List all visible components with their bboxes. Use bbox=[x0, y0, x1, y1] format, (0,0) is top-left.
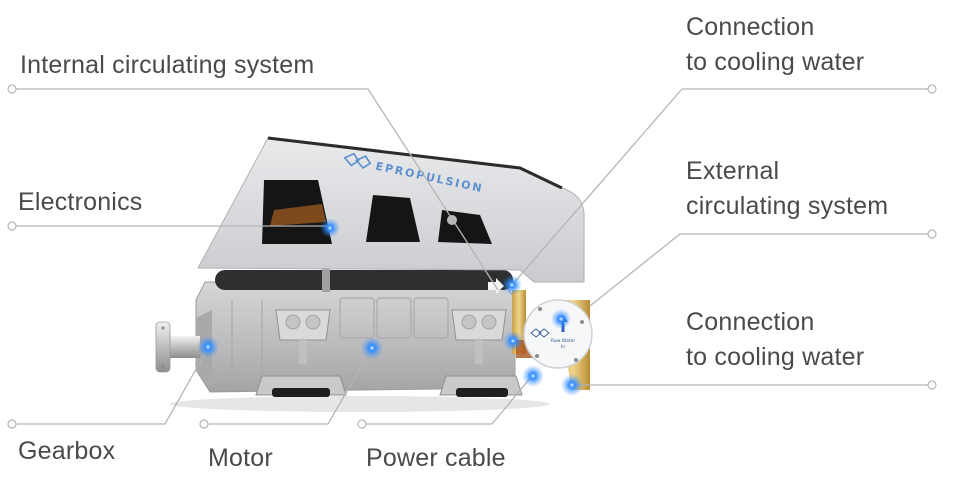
hotspots bbox=[197, 218, 583, 396]
leader-internal-circulating bbox=[16, 88, 499, 291]
label-gearbox: Gearbox bbox=[18, 437, 116, 465]
hotspot-pump-inlet bbox=[551, 309, 571, 329]
label-connection-bottom-line2: to cooling water bbox=[686, 343, 865, 371]
hotspot-gearbox bbox=[197, 336, 219, 358]
label-electronics: Electronics bbox=[18, 188, 143, 216]
pump-label-line1: Raw Water bbox=[551, 338, 575, 344]
label-connection-top-line2: to cooling water bbox=[686, 48, 865, 76]
leader-gearbox bbox=[16, 347, 209, 425]
hotspot-power-cable bbox=[522, 365, 544, 387]
motor-illustration: EPROPULSION Raw Water In bbox=[155, 136, 593, 412]
label-external-line2: circulating system bbox=[686, 192, 889, 220]
label-internal-circulating-system: Internal circulating system bbox=[20, 51, 315, 79]
leader-endpoints bbox=[7, 84, 937, 429]
label-connection-top-line1: Connection bbox=[686, 13, 815, 41]
label-connection-bottom-line1: Connection bbox=[686, 308, 815, 336]
leader-lines bbox=[16, 88, 928, 425]
hotspot-connection-bottom bbox=[561, 374, 583, 396]
hotspot-motor bbox=[361, 337, 383, 359]
pump-label-line2: In bbox=[561, 344, 565, 350]
hotspot-external bbox=[503, 331, 523, 351]
label-external-line1: External bbox=[686, 157, 780, 185]
leader-power-cable bbox=[362, 375, 533, 425]
hotspot-electronics bbox=[320, 218, 340, 238]
label-power-cable: Power cable bbox=[366, 444, 506, 472]
leader-external bbox=[589, 233, 928, 307]
leader-connection-top bbox=[511, 88, 928, 286]
label-motor: Motor bbox=[208, 444, 273, 472]
leader-motor bbox=[204, 347, 373, 425]
hotspot-internal-circulating bbox=[502, 275, 522, 295]
